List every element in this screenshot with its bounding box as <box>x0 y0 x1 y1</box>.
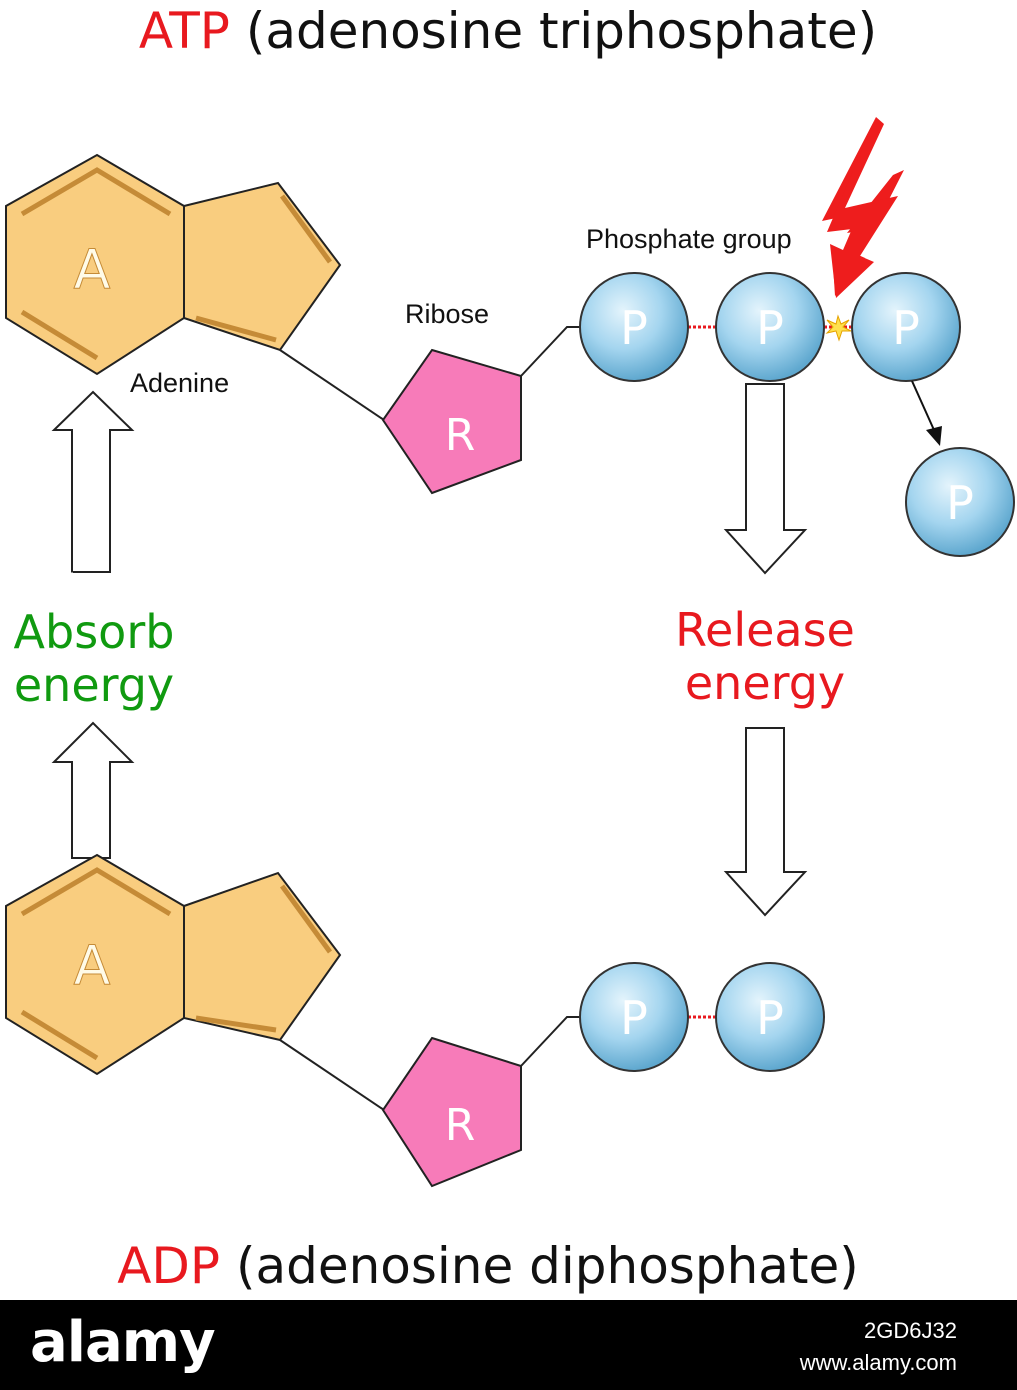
absorb-arrow-bottom <box>51 721 135 859</box>
atp-adenine: A <box>5 153 342 376</box>
atp-phosphate-2: P <box>715 272 825 382</box>
adp-title: ADP (adenosine diphosphate) <box>117 1237 859 1295</box>
atp-title: ATP (adenosine triphosphate) <box>139 2 877 60</box>
phosphate-group-label: Phosphate group <box>586 224 792 254</box>
alamy-logo: alamy <box>30 1310 216 1375</box>
svg-text:P: P <box>756 991 784 1045</box>
atp-phosphate-1: P <box>579 272 689 382</box>
image-id: 2GD6J32 <box>864 1318 957 1343</box>
atp-ribose: R <box>381 348 522 495</box>
release-energy-line1: Release <box>675 603 855 657</box>
atp-adp-diagram: ATP (adenosine triphosphate) A Adenine R… <box>5 2 1015 1295</box>
adp-ribose-letter: R <box>445 1100 476 1151</box>
bond-break-spark-icon <box>825 314 852 342</box>
svg-text:P: P <box>756 301 784 355</box>
absorb-energy-line1: Absorb <box>14 605 175 659</box>
site-url: www.alamy.com <box>799 1350 957 1375</box>
adp-ribose: R <box>381 1036 522 1188</box>
absorb-arrow-top <box>51 390 135 573</box>
ribose-letter: R <box>445 410 476 461</box>
adp-adenine-letter: A <box>74 934 111 997</box>
release-energy-line2: energy <box>685 656 845 710</box>
release-arrow-bottom <box>723 727 808 917</box>
adp-adenine: A <box>5 853 342 1076</box>
svg-text:P: P <box>892 301 920 355</box>
release-arrow-top <box>723 383 808 575</box>
ribose-label: Ribose <box>405 299 489 329</box>
adenine-letter: A <box>74 238 111 301</box>
released-phosphate: P <box>905 447 1015 557</box>
adp-phosphate-2: P <box>715 962 825 1072</box>
svg-text:P: P <box>946 476 974 530</box>
adp-phosphate-1: P <box>579 962 689 1072</box>
adenine-label: Adenine <box>130 368 229 398</box>
svg-text:P: P <box>620 991 648 1045</box>
watermark-bar <box>0 1300 1017 1390</box>
svg-text:P: P <box>620 301 648 355</box>
atp-phosphate-3: P <box>851 272 961 382</box>
absorb-energy-line2: energy <box>14 658 174 712</box>
